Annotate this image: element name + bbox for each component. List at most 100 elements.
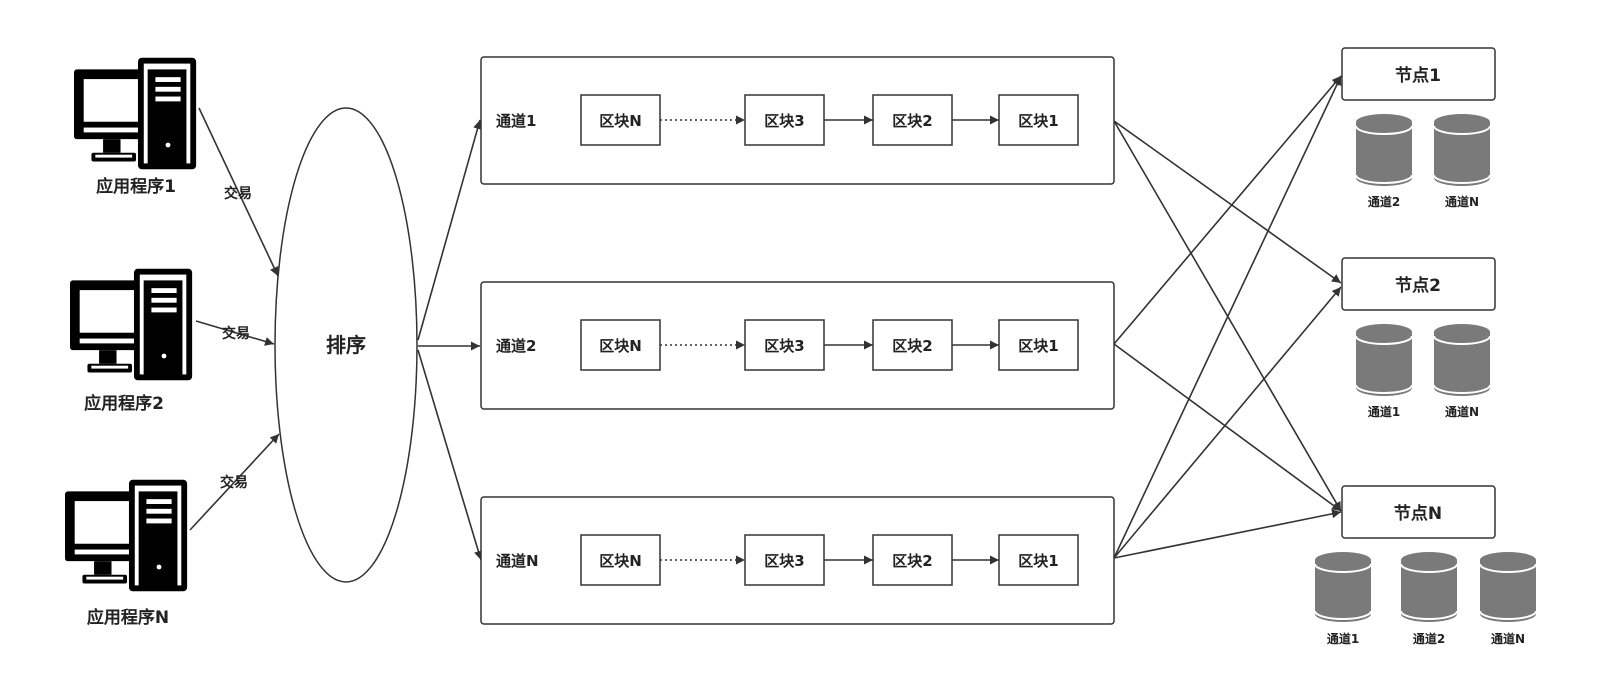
- block-box: [580, 534, 661, 586]
- database-icon: [1434, 122, 1490, 186]
- block-label: 区块1: [1018, 552, 1058, 570]
- database-rim: [1314, 563, 1372, 573]
- node-label: 节点N: [1394, 503, 1442, 524]
- application-2: 应用程序2: [70, 268, 193, 414]
- block-label: 区块3: [764, 112, 804, 130]
- database-rim: [1400, 563, 1458, 573]
- computer-icon: [70, 268, 193, 381]
- database-base-rim: [1433, 384, 1491, 394]
- ledger-label: 通道2: [1413, 631, 1445, 646]
- database-rim: [1433, 335, 1491, 345]
- ledger-database: [1433, 114, 1491, 186]
- database-top: [1356, 324, 1412, 340]
- connector-arrow: [1113, 75, 1342, 559]
- connector-arrow: [1113, 75, 1342, 345]
- database-icon: [1480, 560, 1536, 622]
- block-box: [998, 534, 1079, 586]
- ledger-database: [1355, 114, 1413, 186]
- node-3: 节点N 通道1 通道2 通道N: [1314, 485, 1537, 646]
- database-top: [1315, 552, 1371, 568]
- block-label: 区块2: [892, 552, 932, 570]
- node-label: 节点1: [1395, 65, 1441, 86]
- ledger-label: 通道1: [1368, 404, 1400, 419]
- ledger-database: [1355, 324, 1413, 396]
- database-base-rim: [1400, 610, 1458, 620]
- ledger-database: [1479, 552, 1537, 622]
- block-box: [998, 94, 1079, 146]
- channel-label: 通道1: [496, 112, 536, 130]
- block-box: [580, 319, 661, 371]
- computer-icon: [74, 57, 197, 170]
- database-icon: [1315, 560, 1371, 622]
- connector-arrow: [195, 320, 275, 346]
- channel-label: 通道N: [496, 552, 539, 570]
- channels: 通道1 区块N 区块3 区块2 区块1 通道2 区块N 区块3 区块2 区块1 通道N 区块N 区块3 区…: [480, 56, 1115, 625]
- database-base-rim: [1433, 174, 1491, 184]
- database-icon: [1356, 122, 1412, 186]
- ordering-label: 排序: [326, 333, 366, 357]
- database-top: [1480, 552, 1536, 568]
- database-base-rim: [1355, 384, 1413, 394]
- ledger-label: 通道N: [1445, 404, 1479, 419]
- database-icon: [1356, 332, 1412, 396]
- block-label: 区块3: [764, 552, 804, 570]
- database-icon: [1401, 560, 1457, 622]
- channel-2: 通道2 区块N 区块3 区块2 区块1: [480, 281, 1115, 410]
- database-base-rim: [1314, 610, 1372, 620]
- ledger-label: 通道1: [1327, 631, 1359, 646]
- block-label: 区块3: [764, 337, 804, 355]
- connector-arrow: [417, 349, 483, 561]
- block-box: [998, 319, 1079, 371]
- ledger-label: 通道N: [1491, 631, 1525, 646]
- node-box: [1341, 485, 1496, 539]
- application-label: 应用程序2: [84, 393, 164, 414]
- ledger-label: 通道N: [1445, 194, 1479, 209]
- channel-3: 通道N 区块N 区块3 区块2 区块1: [480, 496, 1115, 625]
- block-label: 区块1: [1018, 337, 1058, 355]
- block-box: [872, 319, 953, 371]
- database-rim: [1355, 335, 1413, 345]
- database-top: [1401, 552, 1457, 568]
- database-icon: [1434, 332, 1490, 396]
- ordering-ellipse: [274, 107, 418, 583]
- application-label: 应用程序N: [87, 607, 169, 628]
- ledger-database: [1314, 552, 1372, 622]
- block-label: 区块N: [599, 337, 642, 355]
- computer-icon: [65, 479, 188, 592]
- database-rim: [1433, 125, 1491, 135]
- application-label: 应用程序1: [96, 176, 176, 197]
- database-top: [1356, 114, 1412, 130]
- database-top: [1434, 324, 1490, 340]
- block-box: [872, 94, 953, 146]
- block-box: [872, 534, 953, 586]
- node-box: [1341, 257, 1496, 311]
- transaction-label-n: 交易: [220, 474, 248, 491]
- transaction-label-2: 交易: [222, 325, 250, 342]
- connector-arrow: [1113, 286, 1342, 559]
- node-1: 节点1 通道2 通道N: [1341, 47, 1496, 209]
- connector-arrow: [198, 107, 279, 277]
- block-label: 区块N: [599, 552, 642, 570]
- application-n: 应用程序N: [65, 479, 188, 628]
- database-rim: [1355, 125, 1413, 135]
- block-label: 区块2: [892, 337, 932, 355]
- block-label: 区块1: [1018, 112, 1058, 130]
- node-box: [1341, 47, 1496, 101]
- ledger-label: 通道2: [1368, 194, 1400, 209]
- connector-arrow: [1113, 120, 1342, 284]
- block-label: 区块N: [599, 112, 642, 130]
- transaction-label-1: 交易: [224, 185, 252, 202]
- connector-arrow: [1113, 509, 1342, 559]
- connector-arrow: [1113, 343, 1342, 512]
- block-box: [744, 534, 825, 586]
- connector-arrow: [189, 433, 280, 531]
- database-base-rim: [1479, 610, 1537, 620]
- application-1: 应用程序1: [74, 57, 197, 197]
- channel-label: 通道2: [496, 337, 536, 355]
- database-top: [1434, 114, 1490, 130]
- ledger-database: [1400, 552, 1458, 622]
